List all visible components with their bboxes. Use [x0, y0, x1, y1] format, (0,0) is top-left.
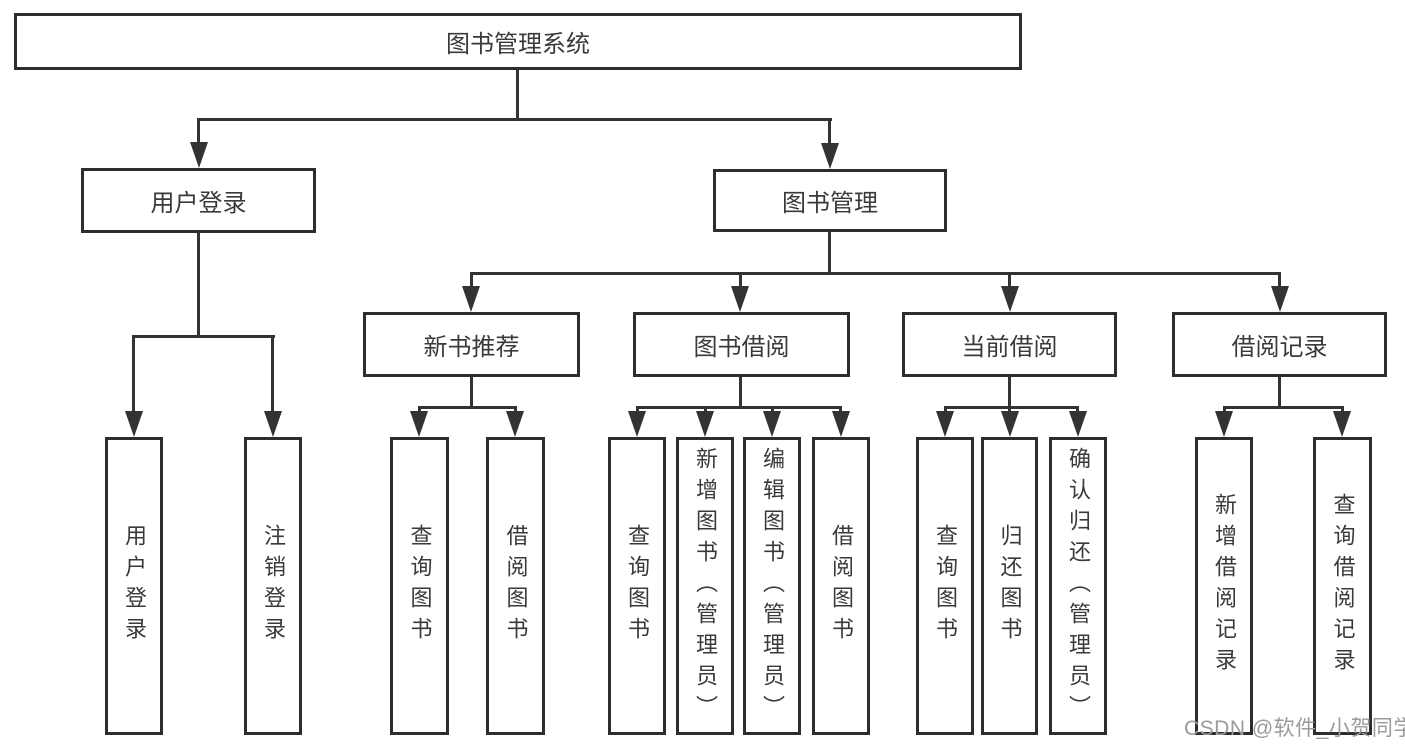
- arrowhead-current-borrow-icon: [1001, 286, 1019, 312]
- arrowhead-icon: [763, 411, 781, 437]
- node-label: 当前借阅: [961, 334, 1058, 361]
- leaf-recommend-borrow-books: 借阅图书: [486, 437, 545, 735]
- leaf-borrowing-add-books-admin: 新增图书（管理员）: [676, 437, 734, 735]
- connector-current-borrow-trunk: [1008, 377, 1011, 409]
- connector-level1-bus: [197, 118, 832, 121]
- node-label: 借阅记录: [1231, 334, 1328, 361]
- leaf-label: 编辑图书（管理员）: [760, 446, 785, 726]
- arrowhead-icon: [628, 411, 646, 437]
- arrowhead-leaf-logout-icon: [264, 411, 282, 437]
- leaf-current-confirm-return-admin: 确认归还（管理员）: [1049, 437, 1107, 735]
- leaf-borrowing-borrow-books: 借阅图书: [812, 437, 870, 735]
- leaf-label: 确认归还（管理员）: [1066, 446, 1091, 726]
- arrowhead-user-login-icon: [190, 142, 208, 168]
- node-user-login: 用户登录: [81, 168, 316, 233]
- node-label: 新书推荐: [423, 334, 520, 361]
- node-book-management: 图书管理: [713, 169, 947, 232]
- arrowhead-icon: [1215, 411, 1233, 437]
- node-book-borrowing: 图书借阅: [633, 312, 850, 377]
- csdn-watermark: CSDN @软件_小贺同学: [1184, 717, 1405, 740]
- leaf-records-query-record: 查询借阅记录: [1313, 437, 1372, 735]
- connector-drop-book-mgmt: [828, 118, 831, 146]
- arrowhead-icon: [1333, 411, 1351, 437]
- connector-root-trunk: [516, 70, 519, 118]
- connector-new-book-bus: [418, 406, 517, 409]
- leaf-current-return-books: 归还图书: [981, 437, 1038, 735]
- leaf-label: 查询图书: [933, 524, 958, 648]
- leaf-current-query-books: 查询图书: [916, 437, 974, 735]
- connector-drop-user-login: [197, 118, 200, 146]
- leaf-label: 归还图书: [997, 524, 1023, 648]
- leaf-recommend-query-books: 查询图书: [390, 437, 449, 735]
- arrowhead-leaf-login-icon: [125, 411, 143, 437]
- connector-book-mgmt-trunk: [828, 232, 831, 275]
- arrowhead-icon: [1001, 411, 1019, 437]
- connector-borrow-records-trunk: [1278, 377, 1281, 409]
- arrowhead-icon: [696, 411, 714, 437]
- connector-user-login-trunk: [197, 233, 200, 337]
- arrowhead-icon: [832, 411, 850, 437]
- leaf-user-login: 用户登录: [105, 437, 163, 735]
- node-current-borrowing: 当前借阅: [902, 312, 1117, 377]
- connector-borrow-records-bus: [1223, 406, 1343, 409]
- connector-level3-bus: [470, 272, 1281, 275]
- connector-user-login-bus: [132, 335, 275, 338]
- leaf-label: 借阅图书: [503, 524, 529, 648]
- node-label: 图书管理系统: [446, 31, 590, 58]
- connector-book-borrow-trunk: [739, 377, 742, 409]
- arrowhead-book-borrow-icon: [731, 286, 749, 312]
- leaf-label: 查询图书: [625, 524, 650, 648]
- connector-drop-book-borrow: [739, 272, 742, 290]
- arrowhead-icon: [1069, 411, 1087, 437]
- arrowhead-icon: [410, 411, 428, 437]
- leaf-borrowing-edit-books-admin: 编辑图书（管理员）: [743, 437, 801, 735]
- connector-drop-borrow-records: [1278, 272, 1281, 290]
- arrowhead-borrow-records-icon: [1271, 286, 1289, 312]
- connector-drop-leaf-login: [132, 335, 135, 415]
- node-label: 用户登录: [150, 190, 247, 217]
- connector-book-borrow-bus: [636, 406, 842, 409]
- leaf-label: 查询图书: [407, 524, 433, 648]
- leaf-label: 新增借阅记录: [1212, 493, 1237, 679]
- connector-drop-current-borrow: [1008, 272, 1011, 290]
- connector-drop-new-book: [470, 272, 473, 290]
- node-label: 图书管理: [782, 190, 878, 217]
- node-label: 图书借阅: [693, 334, 790, 361]
- leaf-logout: 注销登录: [244, 437, 302, 735]
- leaf-label: 新增图书（管理员）: [693, 446, 718, 726]
- leaf-records-add-record: 新增借阅记录: [1195, 437, 1253, 735]
- leaf-label: 查询借阅记录: [1330, 493, 1356, 679]
- leaf-label: 借阅图书: [829, 524, 854, 648]
- arrowhead-new-book-icon: [462, 286, 480, 312]
- arrowhead-icon: [506, 411, 524, 437]
- arrowhead-book-mgmt-icon: [821, 143, 839, 169]
- node-new-book-recommend: 新书推荐: [363, 312, 580, 377]
- leaf-label: 注销登录: [261, 524, 286, 648]
- arrowhead-icon: [936, 411, 954, 437]
- leaf-label: 用户登录: [122, 524, 147, 648]
- node-library-management-system: 图书管理系统: [14, 13, 1022, 70]
- leaf-borrowing-query-books: 查询图书: [608, 437, 666, 735]
- node-borrowing-records: 借阅记录: [1172, 312, 1387, 377]
- connector-new-book-trunk: [470, 377, 473, 409]
- connector-current-borrow-bus: [944, 406, 1079, 409]
- connector-drop-leaf-logout: [271, 335, 274, 415]
